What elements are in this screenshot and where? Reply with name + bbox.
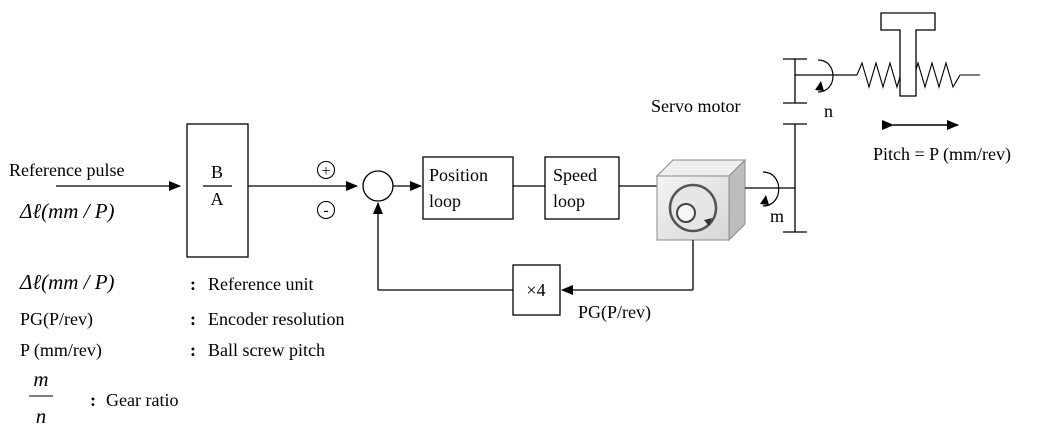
legend-desc-gear: Gear ratio [106, 390, 178, 410]
gear-label-m: m [770, 206, 784, 226]
servo-motor-label: Servo motor [651, 96, 741, 116]
t-slide-table-icon [880, 12, 936, 97]
speed-loop-line2: loop [553, 191, 585, 211]
svg-text::: : [190, 274, 196, 294]
legend-symbol-gear-num: m [33, 367, 48, 391]
position-loop-line1: Position [429, 165, 488, 185]
pitch-label: Pitch = P (mm/rev) [873, 144, 1011, 165]
speed-loop-line1: Speed [553, 165, 597, 185]
gear-denominator: A [211, 189, 224, 209]
legend-symbol-gear-den: n [36, 404, 47, 428]
svg-text::: : [190, 309, 196, 329]
legend-desc-reference-unit: Reference unit [208, 274, 313, 294]
legend-symbol-pitch: P (mm/rev) [20, 340, 102, 361]
electronic-gear-block [186, 123, 249, 258]
ball-screw [856, 61, 980, 89]
legend-symbol-encoder: PG(P/rev) [20, 309, 93, 330]
legend-desc-pitch: Ball screw pitch [208, 340, 325, 360]
plus-text: + [321, 163, 330, 180]
svg-text::: : [90, 390, 96, 410]
rotation-arrowhead-n [815, 81, 824, 91]
svg-text::: : [190, 340, 196, 360]
rotation-arrowhead-m [760, 195, 769, 205]
position-loop-line2: loop [429, 191, 461, 211]
rotary-encoder-icon [655, 158, 747, 242]
legend-symbol-reference-unit: Δℓ(mm / P) [19, 270, 115, 294]
legend: Δℓ(mm / P) : Reference unit PG(P/rev) : … [19, 270, 344, 428]
multiplier-label: ×4 [526, 280, 545, 300]
speed-loop-block [544, 156, 620, 220]
summing-junction [362, 170, 394, 202]
legend-desc-encoder: Encoder resolution [208, 309, 344, 329]
plus-sign [316, 160, 336, 180]
position-loop-block [422, 156, 514, 220]
multiplier-block [512, 264, 561, 316]
rotation-arrow-n [817, 59, 834, 93]
pg-feedback-label: PG(P/rev) [578, 302, 651, 323]
reference-pulse-label: Reference pulse [9, 160, 124, 180]
reference-pulse-unit: Δℓ(mm / P) [19, 199, 115, 223]
gear-label-n: n [824, 101, 833, 121]
rotation-arrow-m [762, 171, 780, 207]
gear-numerator: B [211, 162, 223, 182]
minus-text: - [323, 202, 328, 219]
minus-sign [316, 200, 336, 220]
